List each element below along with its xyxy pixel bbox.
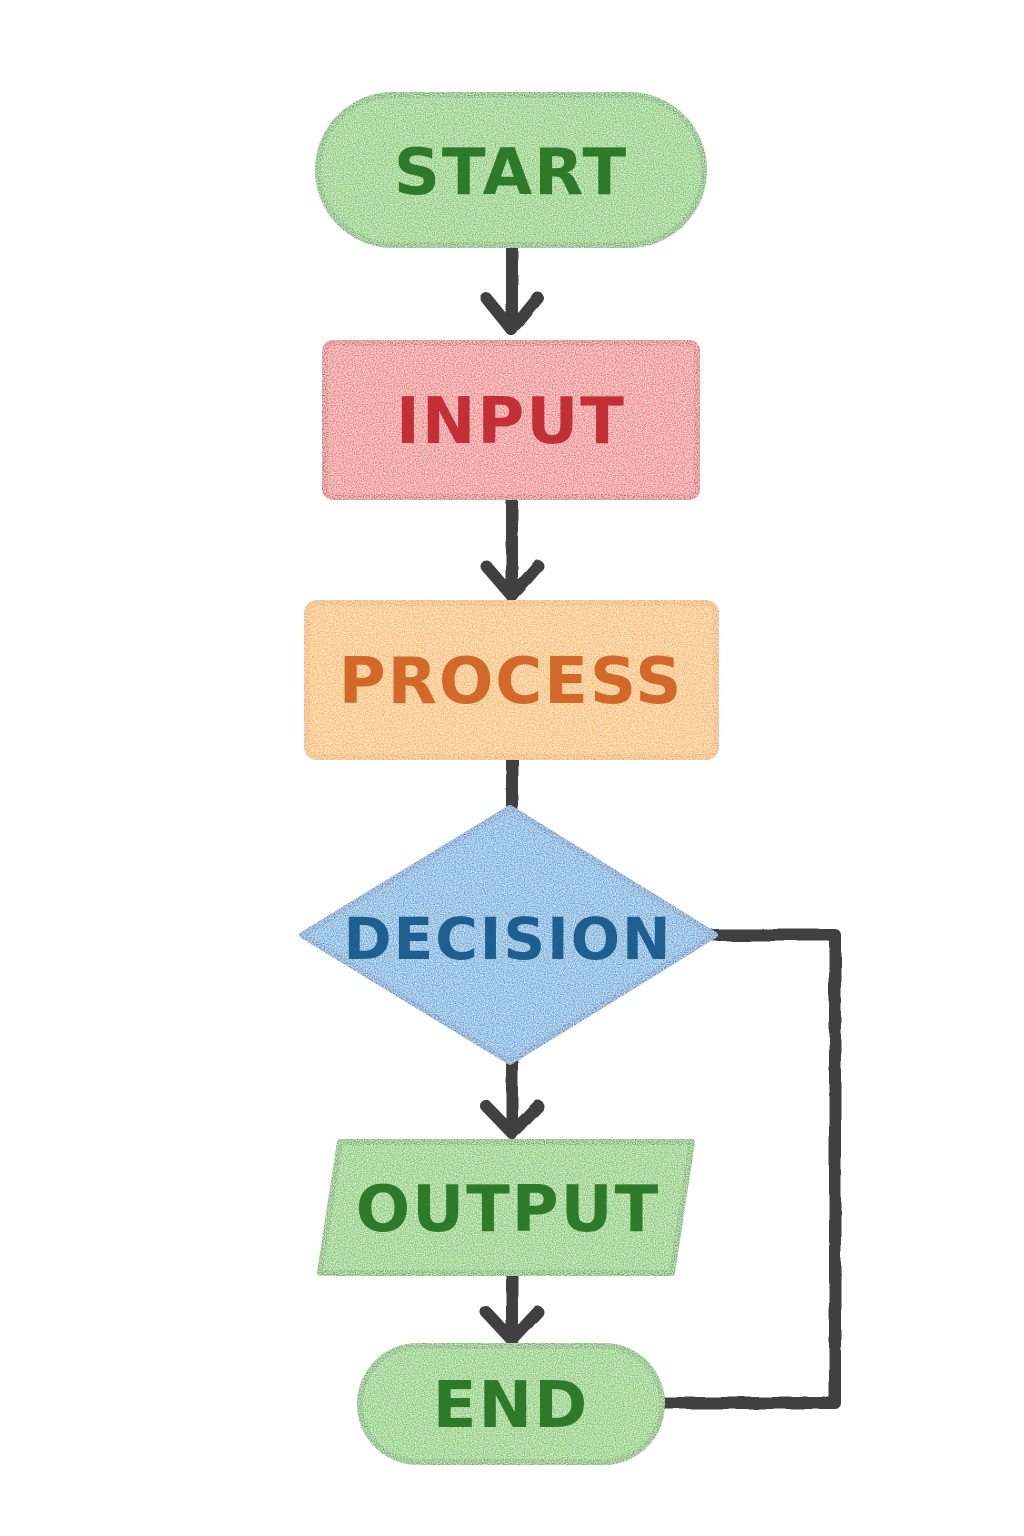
node-end[interactable]: END — [357, 1343, 665, 1465]
decision-diamond-shape — [299, 805, 718, 1065]
decision-label: DECISION — [343, 905, 672, 973]
start-label: START — [394, 136, 628, 210]
end-label: END — [433, 1369, 589, 1443]
process-shape — [304, 600, 719, 760]
input-process-shape — [322, 340, 700, 500]
node-decision[interactable]: DECISION — [299, 805, 718, 1065]
node-process[interactable]: PROCESS — [304, 600, 719, 760]
arrowhead-process — [480, 560, 544, 602]
arrowhead-end — [480, 1306, 544, 1346]
process-label: PROCESS — [339, 645, 684, 719]
end-terminator-shape — [357, 1343, 665, 1465]
arrowhead-output — [480, 1100, 544, 1139]
node-start[interactable]: START — [315, 92, 707, 248]
output-label: OUTPUT — [356, 1173, 661, 1247]
node-input[interactable]: INPUT — [322, 340, 700, 500]
input-label: INPUT — [396, 385, 626, 459]
node-output[interactable]: OUTPUT — [317, 1139, 695, 1276]
start-terminator-shape — [315, 92, 707, 248]
connectors — [480, 239, 841, 1409]
output-parallelogram-shape — [317, 1139, 695, 1276]
arrowhead-input — [480, 292, 544, 336]
loop-decision-to-end — [657, 929, 841, 1409]
